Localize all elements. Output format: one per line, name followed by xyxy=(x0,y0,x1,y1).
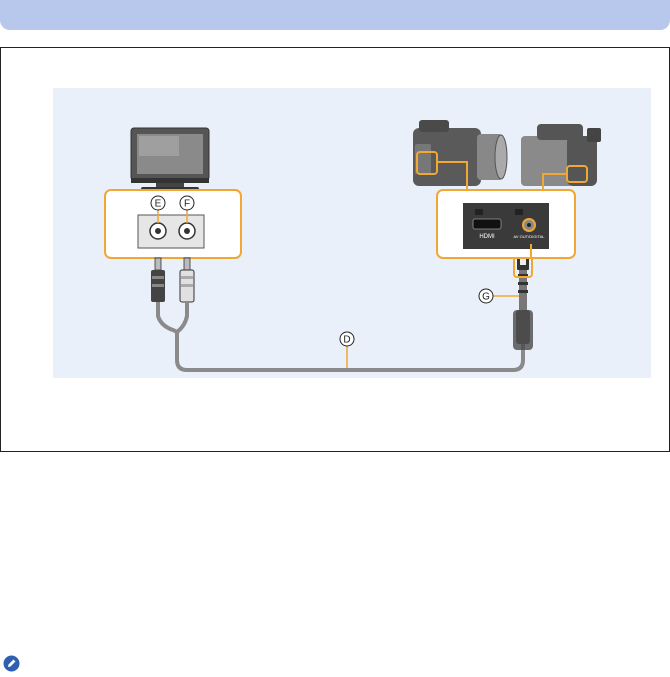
hdmi-label: HDMI xyxy=(479,234,495,240)
callout-f: F xyxy=(180,196,194,210)
av-out-label: AV OUT/DIGITAL xyxy=(514,234,546,239)
connection-diagram: E F D xyxy=(1,48,669,451)
svg-text:F: F xyxy=(184,199,190,210)
callout-g: G xyxy=(479,289,493,303)
svg-text:D: D xyxy=(343,335,350,346)
svg-text:E: E xyxy=(155,199,162,210)
callout-e: E xyxy=(151,196,165,210)
svg-text:G: G xyxy=(482,292,490,303)
hdmi-port xyxy=(473,219,501,229)
note-pencil-icon xyxy=(3,655,20,672)
tv-icon xyxy=(131,128,209,191)
header-bar xyxy=(0,0,670,30)
callout-d: D xyxy=(340,332,354,346)
connection-diagram-frame: E F D xyxy=(0,47,670,452)
